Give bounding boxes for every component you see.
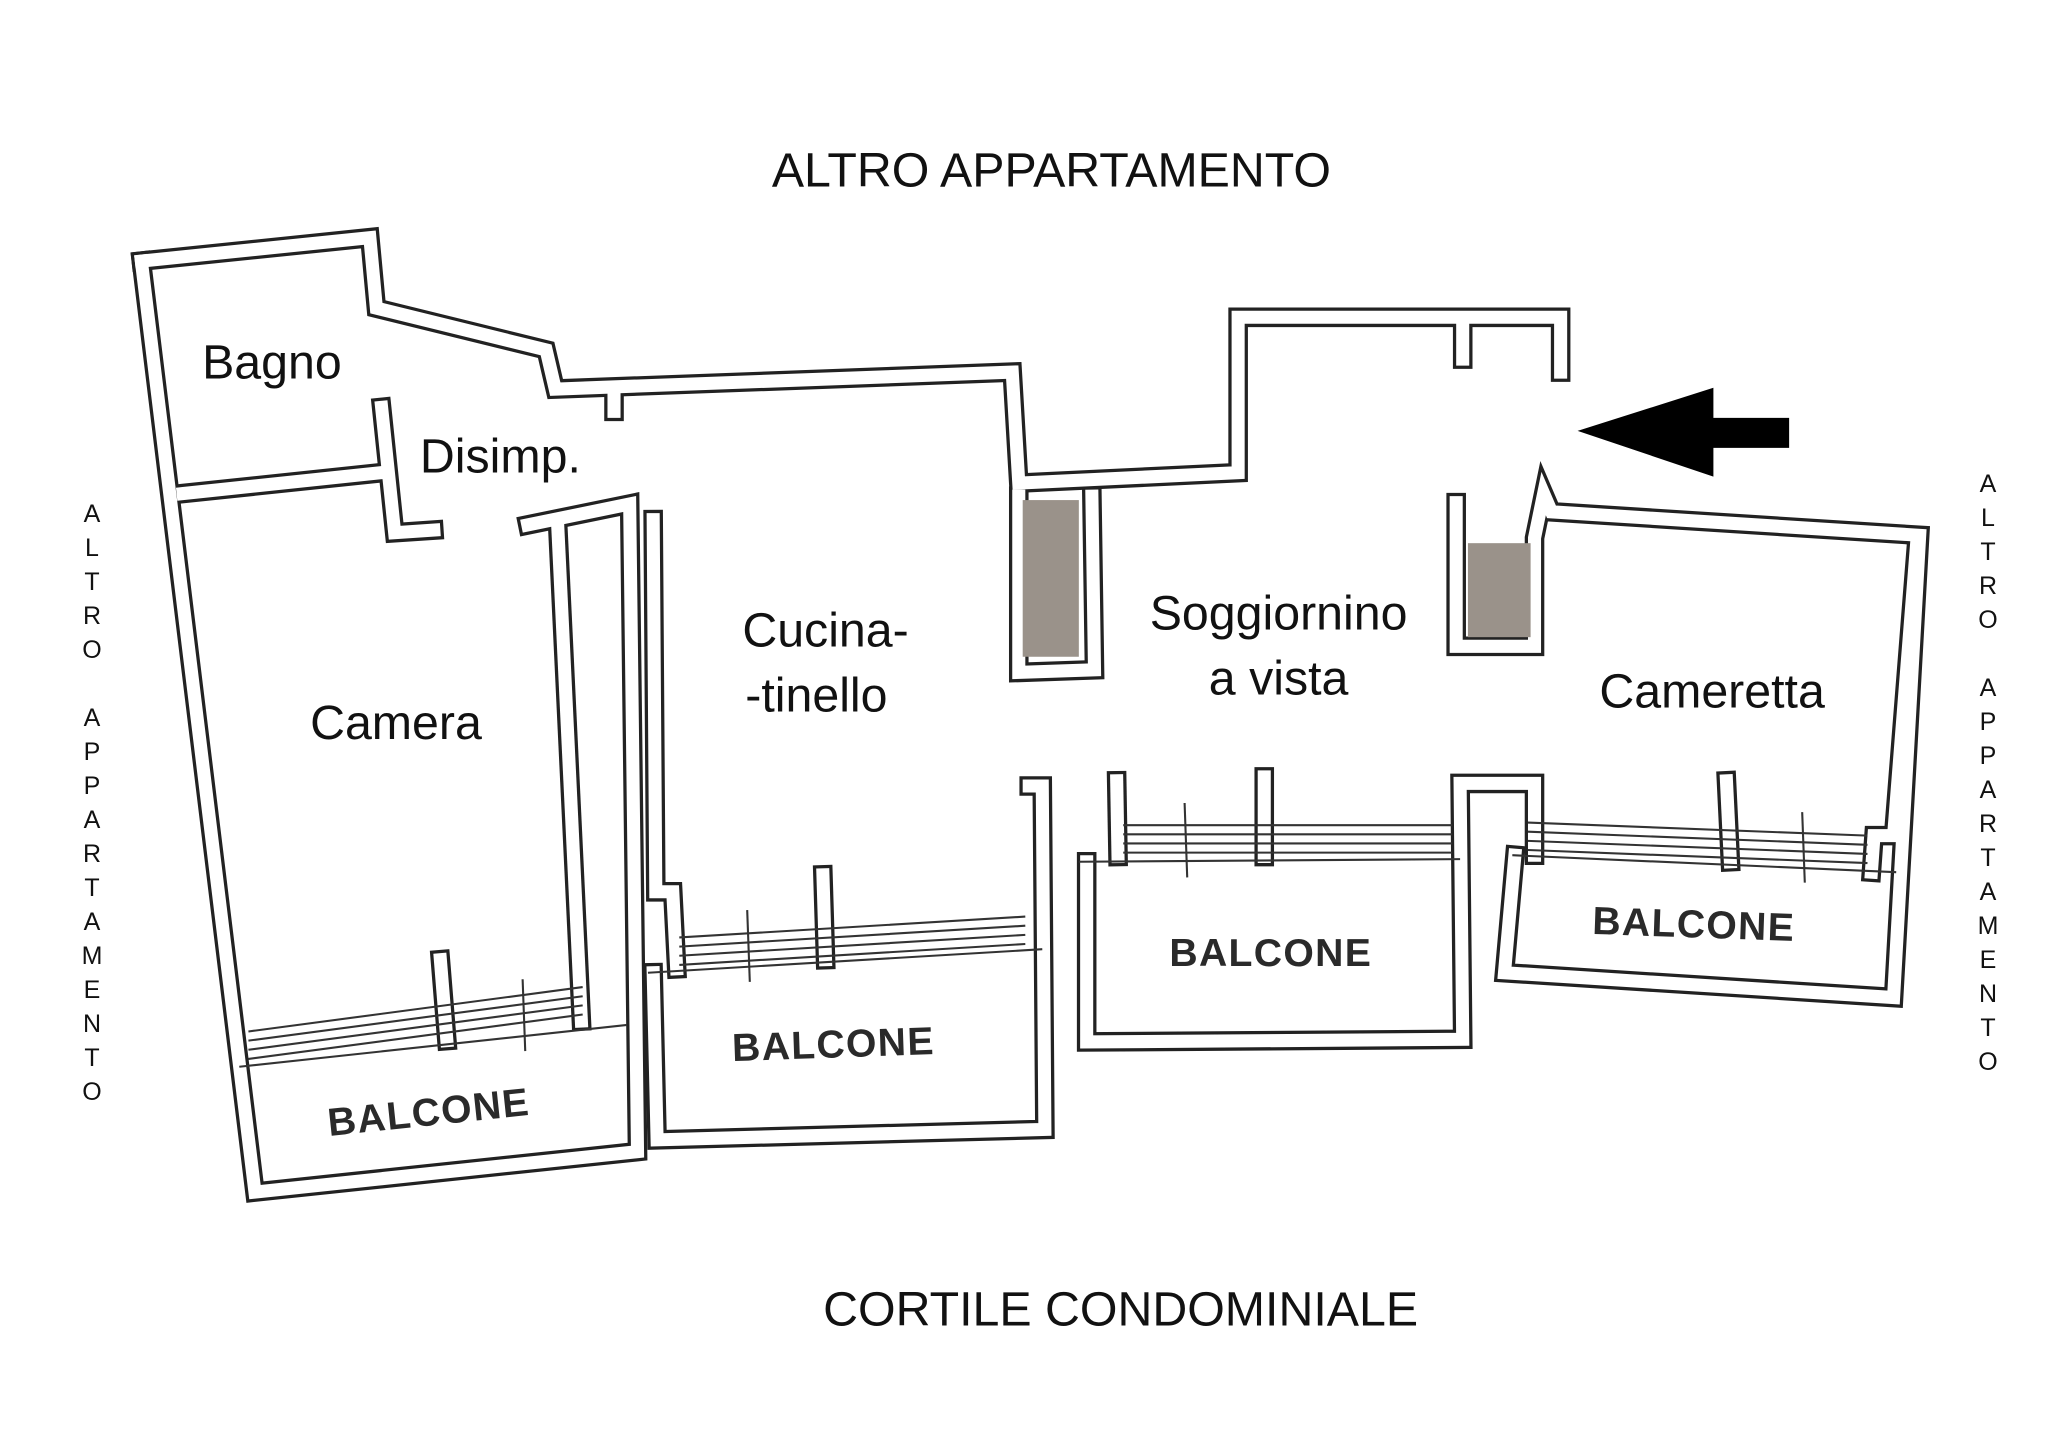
balcony-camera: BALCONE	[326, 1081, 532, 1145]
label-courtyard: CORTILE CONDOMINIALE	[823, 1282, 1418, 1336]
room-cucina-line2: -tinello	[745, 669, 887, 723]
room-camera: Camera	[310, 696, 482, 750]
room-cameretta: Cameretta	[1599, 665, 1825, 719]
balcony-cameretta: BALCONE	[1592, 900, 1796, 950]
room-soggiorno-line2: a vista	[1209, 652, 1349, 706]
balcony-cucina: BALCONE	[731, 1020, 935, 1070]
room-bagno: Bagno	[202, 336, 342, 390]
room-cucina-line1: Cucina-	[742, 603, 908, 657]
room-soggiorno-line1: Soggiornino	[1150, 586, 1408, 640]
balcony-soggiorno: BALCONE	[1169, 932, 1372, 975]
chimney-left	[1022, 500, 1079, 657]
label-top-neighbor: ALTRO APPARTAMENTO	[772, 144, 1331, 198]
chimney-right	[1467, 543, 1531, 638]
label-right-neighbor: ALTRO APPARTAMENTO	[1974, 470, 2002, 1082]
label-left-neighbor: ALTRO APPARTAMENTO	[78, 500, 106, 1112]
arrow-left-icon	[1577, 387, 1790, 477]
window-railings	[239, 802, 1897, 1068]
room-disimp: Disimp.	[420, 430, 581, 484]
